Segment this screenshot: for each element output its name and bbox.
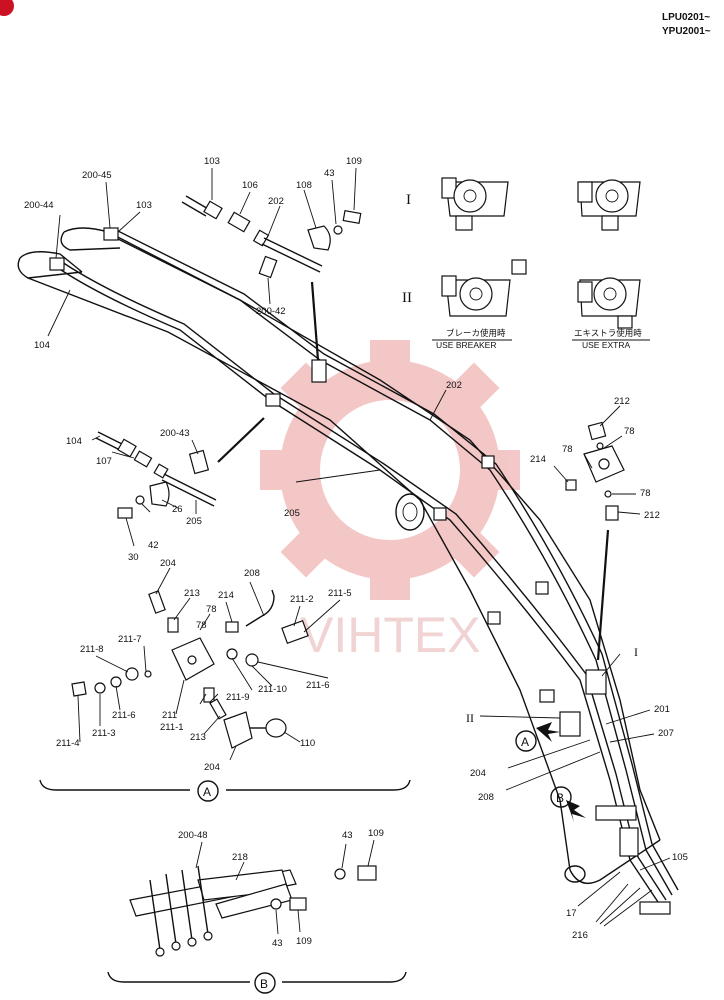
section-arrows [536,722,586,822]
caption-breaker-en: USE BREAKER [436,340,496,350]
part-label: 43 [342,830,353,841]
part-label: 200-43 [160,428,190,439]
hose-clamps [49,227,671,915]
part-label: 109 [368,828,384,839]
part-label: 78 [640,488,651,499]
caption-breaker-jp: ブレーカ使用時 [446,328,506,338]
top-clamp-explode [181,167,362,305]
part-label: 103 [204,156,220,167]
part-label: 211-9 [226,692,250,703]
orientation-diagrams [441,177,641,329]
part-label: 78 [624,426,635,437]
part-label: 110 [300,738,315,749]
part-label: 43 [324,168,335,179]
roman-two: II [402,290,412,306]
callout-b-circle [550,786,572,808]
part-label: 211-8 [80,644,104,655]
pointer-lines [217,281,610,661]
section-a-detail [71,589,309,749]
part-label: 204 [470,768,486,779]
roman-one: I [406,192,411,208]
part-label: 216 [572,930,588,941]
part-label: 214 [218,590,234,601]
part-label: 213 [184,588,200,599]
part-label: 78 [196,620,207,631]
part-label: 208 [478,792,494,803]
caption-extra-en: USE EXTRA [582,340,631,350]
part-label: 108 [296,180,312,191]
part-label: 208 [244,568,260,579]
callout-b-label: B [556,791,564,805]
part-label: I [634,645,638,659]
part-label: 205 [284,508,300,519]
right-valve-explode [553,405,641,521]
part-label: 109 [346,156,362,167]
part-label: 105 [672,852,688,863]
section-b-bracket [107,971,407,994]
part-label: 213 [190,732,206,743]
part-label: 211-10 [258,684,287,695]
part-label: 211-6 [306,680,330,691]
part-label: 42 [148,540,159,551]
corner-mark [0,0,14,16]
part-label: 211-4 [56,738,80,749]
part-label: 207 [658,728,674,739]
caption-extra-jp: エキストラ使用時 [574,328,642,338]
part-label: 103 [136,200,152,211]
part-label: 201 [654,704,670,715]
part-label: 30 [128,552,139,563]
part-label: 211-1 [160,722,184,733]
part-label: 17 [566,908,577,919]
part-label: 43 [272,938,283,949]
section-b-detail [129,839,377,957]
section-a-label: A [203,785,211,799]
part-label: 214 [530,454,546,465]
part-label: 78 [562,444,573,455]
section-a-leaders [77,567,341,761]
part-label: 200-42 [256,306,286,317]
part-label: 211-3 [92,728,116,739]
part-label: 200-45 [82,170,112,181]
model-code-1: LPU0201~ [662,12,710,23]
part-label: 26 [172,504,183,515]
part-label: 104 [66,436,82,447]
hose-lines [57,229,679,906]
part-label: 107 [96,456,112,467]
part-labels: 103 106 108 43 109 202 200-42 200-45 103… [24,156,688,949]
part-label: 200-48 [178,830,208,841]
part-label: 218 [232,852,248,863]
part-label: 212 [644,510,660,521]
part-label: II [466,711,474,725]
part-label: 106 [242,180,258,191]
model-code-2: YPU2001~ [662,26,711,37]
part-label: 78 [206,604,217,615]
leader-lines [47,181,671,927]
watermark-gear [260,340,520,600]
part-label: 211-2 [290,594,314,605]
middle-clamp-explode [91,431,217,547]
part-label: 104 [34,340,50,351]
part-label: 204 [204,762,220,773]
part-label: 211 [162,710,177,721]
section-b-label: B [260,977,268,991]
callout-a-circle [515,730,537,752]
part-label: 204 [160,558,176,569]
callout-a-label: A [521,735,529,749]
part-label: 202 [446,380,462,391]
watermark-text: VIHTEX [300,607,481,663]
part-label: 211-6 [112,710,136,721]
part-label: 109 [296,936,312,947]
part-label: 211-5 [328,588,352,599]
part-label: 212 [614,396,630,407]
part-label: 211-7 [118,634,142,645]
part-label: 202 [268,196,284,207]
part-label: 205 [186,516,202,527]
part-label: 200-44 [24,200,54,211]
section-a-bracket [39,779,411,802]
